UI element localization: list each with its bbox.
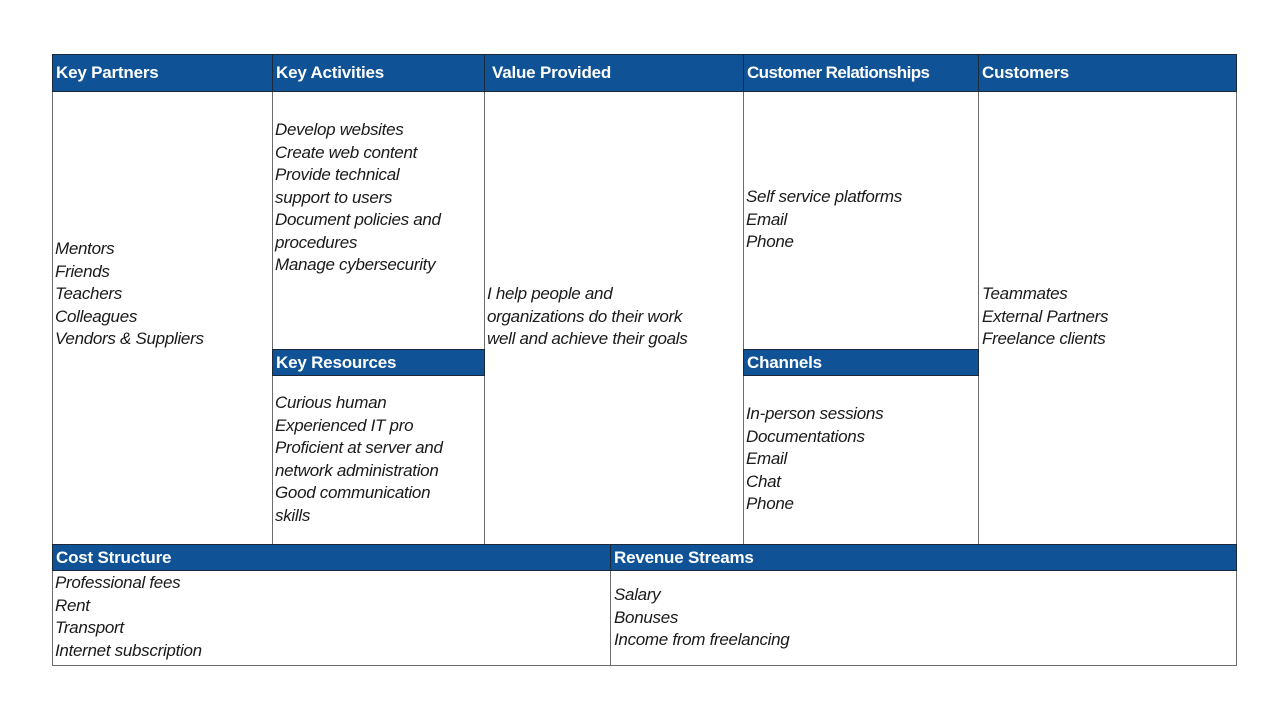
list-item: Email: [746, 449, 788, 468]
customers-cell: [978, 91, 1237, 545]
list-item: Bonuses: [614, 607, 679, 627]
header-value-provided: Value Provided: [484, 54, 744, 92]
list-item: Salary: [614, 585, 661, 604]
list-item: Experienced IT pro: [275, 415, 414, 435]
list-item: Vendors & Suppliers: [55, 329, 204, 348]
list-item: Teammates: [982, 284, 1068, 303]
customer-relationships-list: Self service platforms Email Phone: [746, 186, 902, 254]
list-item: Transport: [55, 618, 124, 637]
list-item: skills: [275, 505, 311, 525]
list-item: Internet subscription: [55, 640, 202, 660]
value-provided-text: I help people and organizations do their…: [487, 283, 688, 351]
list-item: Colleagues: [55, 306, 138, 326]
header-key-activities: Key Activities: [272, 54, 485, 92]
list-item: Curious human: [275, 393, 387, 412]
list-item: support to users: [275, 187, 393, 207]
header-revenue-streams: Revenue Streams: [610, 544, 1237, 571]
header-key-partners: Key Partners: [52, 54, 273, 92]
list-item: Manage cybersecurity: [275, 255, 436, 274]
list-item: Teachers: [55, 284, 122, 303]
list-item: Document policies and: [275, 210, 441, 229]
list-item: Professional fees: [55, 573, 181, 592]
channels-cell: [743, 375, 979, 545]
customer-relationships-cell: [743, 91, 979, 350]
list-item: Self service platforms: [746, 187, 902, 206]
list-item: network administration: [275, 460, 439, 480]
key-activities-list: Develop websites Create web content Prov…: [275, 119, 441, 277]
list-item: procedures: [275, 232, 358, 252]
list-item: Friends: [55, 261, 110, 281]
list-item: Income from freelancing: [614, 630, 790, 649]
value-provided-cell: [484, 91, 744, 545]
list-item: Proficient at server and: [275, 438, 443, 457]
business-model-canvas: Key Partners Key Activities Value Provid…: [52, 54, 1237, 666]
text-line: I help people and: [487, 284, 613, 303]
list-item: Documentations: [746, 426, 865, 446]
header-channels: Channels: [743, 349, 979, 376]
key-partners-list: Mentors Friends Teachers Colleagues Vend…: [55, 238, 204, 351]
list-item: Good communication: [275, 483, 431, 502]
list-item: External Partners: [982, 306, 1109, 326]
header-customer-relationships: Customer Relationships: [743, 54, 979, 92]
list-item: Freelance clients: [982, 329, 1106, 348]
list-item: Chat: [746, 471, 781, 491]
list-item: Phone: [746, 494, 794, 513]
header-key-resources: Key Resources: [272, 349, 485, 376]
header-cost-structure: Cost Structure: [52, 544, 611, 571]
header-customers: Customers: [978, 54, 1237, 92]
customers-list: Teammates External Partners Freelance cl…: [982, 283, 1109, 351]
key-partners-cell: [52, 91, 273, 545]
cost-structure-list: Professional fees Rent Transport Interne…: [55, 572, 202, 662]
list-item: Phone: [746, 232, 794, 251]
list-item: Rent: [55, 595, 90, 615]
revenue-streams-list: Salary Bonuses Income from freelancing: [614, 584, 790, 652]
key-resources-list: Curious human Experienced IT pro Profici…: [275, 392, 443, 527]
list-item: Mentors: [55, 239, 115, 258]
key-activities-cell: [272, 91, 485, 350]
list-item: Email: [746, 209, 788, 229]
text-line: well and achieve their goals: [487, 329, 688, 348]
channels-list: In-person sessions Documentations Email …: [746, 403, 884, 516]
text-line: organizations do their work: [487, 306, 683, 326]
list-item: Develop websites: [275, 120, 404, 139]
list-item: Provide technical: [275, 165, 400, 184]
list-item: In-person sessions: [746, 404, 884, 423]
list-item: Create web content: [275, 142, 418, 162]
